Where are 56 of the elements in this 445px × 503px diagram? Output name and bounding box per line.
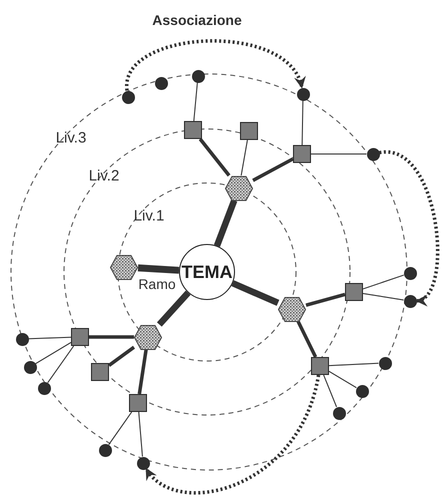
branch-line bbox=[252, 157, 294, 182]
idea-dot bbox=[24, 360, 36, 374]
branch-line bbox=[28, 336, 72, 340]
branch-line bbox=[306, 292, 346, 307]
branch-line bbox=[296, 320, 318, 358]
branch-line bbox=[138, 349, 148, 394]
branch-line bbox=[35, 342, 72, 364]
branch-line bbox=[323, 374, 338, 408]
branch-line bbox=[214, 199, 238, 247]
association-arrow bbox=[144, 374, 320, 494]
branch-line bbox=[156, 290, 191, 327]
level-label: Liv.1 bbox=[134, 208, 164, 224]
branch-line bbox=[89, 335, 134, 339]
subtopic-square bbox=[293, 145, 311, 163]
idea-dot bbox=[192, 70, 204, 82]
branch-line bbox=[108, 346, 136, 367]
subtopic-square bbox=[345, 283, 363, 301]
idea-dot bbox=[122, 90, 134, 104]
idea-dot bbox=[16, 332, 28, 346]
level-label: Liv.2 bbox=[88, 168, 120, 184]
branch-hexagon bbox=[110, 254, 138, 280]
subtopic-square bbox=[91, 363, 109, 381]
branch-line bbox=[108, 412, 132, 446]
branch-line bbox=[328, 370, 357, 388]
idea-dot bbox=[136, 456, 150, 470]
branch-hexagon bbox=[278, 296, 306, 322]
idea-dot bbox=[378, 356, 392, 370]
level-label: Liv.3 bbox=[56, 130, 86, 146]
edge-label: Associazione bbox=[151, 13, 243, 27]
subtopic-square bbox=[71, 328, 89, 346]
subtopic-square bbox=[240, 122, 258, 140]
branch-line bbox=[138, 412, 143, 458]
edge-label: Ramo bbox=[137, 277, 177, 291]
branch-line bbox=[231, 280, 280, 306]
branch-line bbox=[240, 140, 248, 176]
association-arrow bbox=[125, 39, 304, 91]
idea-dot bbox=[356, 384, 368, 398]
idea-dot bbox=[98, 444, 112, 456]
idea-dot bbox=[332, 406, 346, 420]
idea-dot bbox=[296, 88, 310, 100]
idea-dot bbox=[154, 76, 168, 90]
branch-line bbox=[302, 100, 304, 146]
subtopic-square bbox=[129, 394, 147, 412]
branch-line bbox=[193, 82, 198, 122]
branch-hexagon bbox=[225, 176, 253, 200]
branch-line bbox=[138, 264, 180, 274]
topic-circle bbox=[179, 244, 235, 300]
branch-hexagon bbox=[134, 324, 162, 350]
subtopic-square bbox=[184, 121, 202, 139]
subtopic-square bbox=[311, 357, 329, 375]
idea-dot bbox=[38, 382, 50, 394]
topic-label: TEMA bbox=[182, 263, 232, 281]
idea-dot bbox=[366, 148, 380, 160]
branch-line bbox=[198, 138, 230, 177]
branch-line bbox=[328, 362, 379, 366]
branch-line bbox=[47, 346, 74, 384]
